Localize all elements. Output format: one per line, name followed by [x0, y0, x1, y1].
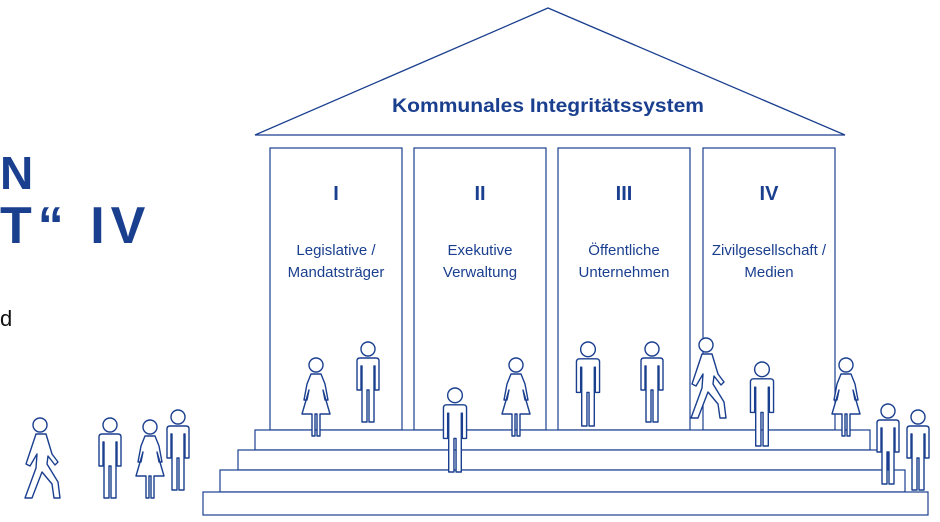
- man-figure: [166, 409, 190, 491]
- pillar-1-numeral: I: [333, 183, 339, 205]
- pillar-1-label-line-1: Legislative /: [296, 242, 376, 259]
- man-figure: [749, 361, 775, 447]
- cropped-heading-line-1: N: [0, 147, 35, 199]
- step-3: [219, 469, 906, 493]
- people-group: [24, 337, 930, 499]
- pillar-1-label-line-2: Mandatsträger: [288, 264, 385, 281]
- pillar-1: I Legislative / Mandatsträger: [269, 147, 403, 431]
- man-figure: [906, 409, 930, 491]
- step-1: [254, 429, 871, 451]
- roof-title: Kommunales Integritätssystem: [392, 96, 704, 117]
- woman-figure: [501, 357, 531, 437]
- man-figure: [640, 341, 664, 423]
- cropped-body-text: d: [0, 306, 13, 331]
- pillar-2-label-line-1: Exekutive: [447, 242, 512, 259]
- step-4: [202, 491, 929, 516]
- pillar-4-numeral: IV: [760, 183, 780, 205]
- man-figure: [356, 341, 380, 423]
- pillar-4-label-line-2: Medien: [744, 264, 793, 281]
- pillar-3-numeral: III: [616, 183, 633, 205]
- man-figure: [442, 387, 468, 473]
- man-figure: [575, 341, 601, 427]
- walking-person-figure: [24, 417, 61, 499]
- woman-figure: [135, 419, 165, 499]
- pillar-2-numeral: II: [474, 183, 485, 205]
- woman-figure: [301, 357, 331, 437]
- man-figure: [98, 417, 122, 499]
- pillar-3-label-line-2: Unternehmen: [579, 264, 670, 281]
- step-2: [237, 449, 889, 471]
- cropped-heading-line-2: T“ IV: [0, 197, 152, 255]
- walking-person-figure: [690, 337, 727, 419]
- pillar-3-label-line-1: Öffentliche: [588, 241, 659, 259]
- roof-pediment: [254, 7, 846, 136]
- pillar-2-label-line-2: Verwaltung: [443, 264, 517, 281]
- man-figure: [876, 403, 900, 485]
- woman-figure: [831, 357, 861, 437]
- pillar-4-label-line-1: Zivilgesellschaft /: [712, 242, 827, 259]
